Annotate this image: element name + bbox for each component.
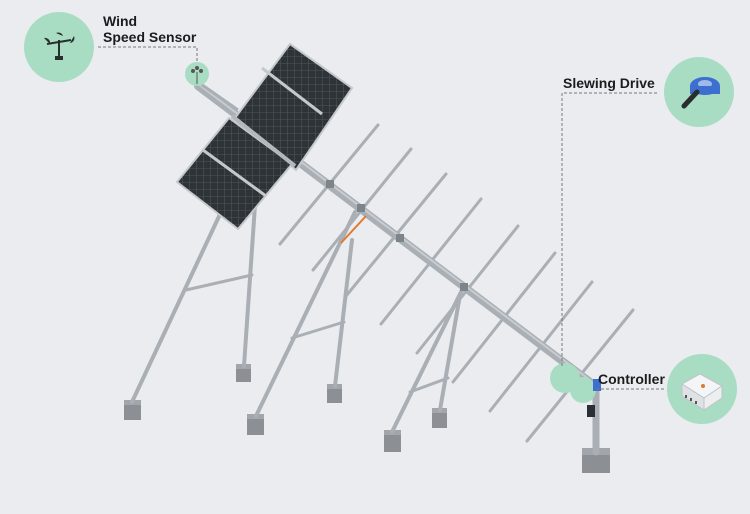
slewing-drive-icon [681,77,720,109]
concrete-footings [124,364,610,473]
tube-clamps [326,180,468,291]
damper-rod [340,215,367,244]
wind-sensor-mini [191,66,203,84]
support-legs [130,203,600,456]
leader-lines [98,46,664,390]
solar-panels [175,42,354,231]
controller-box-icon [681,373,723,411]
slewing-drive-part [593,379,601,391]
controller-box-part [587,405,595,417]
slewing-drive-label: Slewing Drive [563,75,655,91]
controller-label: Controller [598,371,665,387]
controller-highlight [570,377,596,403]
wind-sensor-label-line1: Wind [103,13,138,29]
anemometer-icon [44,32,75,60]
sensor-mast [197,80,239,112]
wind-sensor-label-line2: Speed Sensor [103,29,197,45]
